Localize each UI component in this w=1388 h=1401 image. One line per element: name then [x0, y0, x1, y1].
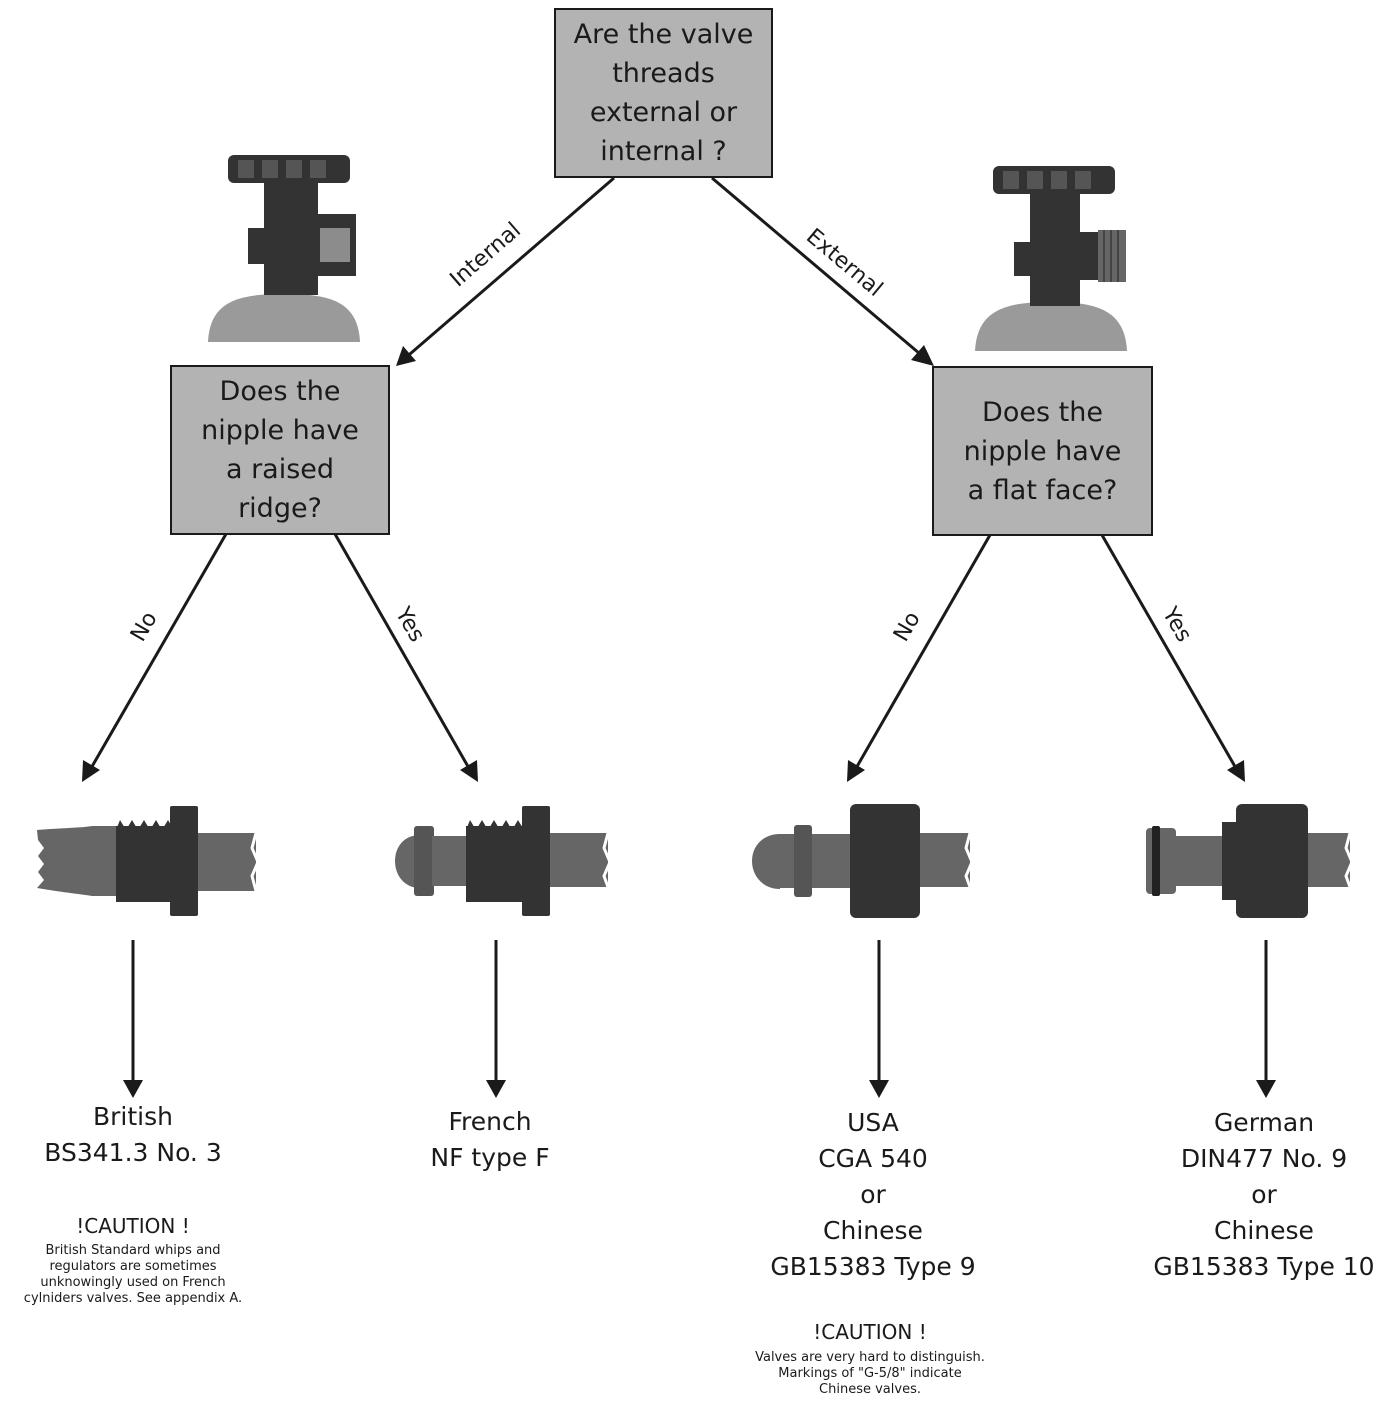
- caution-usa-title: !CAUTION !: [813, 1320, 927, 1344]
- result-french: French NF type F: [430, 1107, 550, 1172]
- british-nipple-icon: [37, 806, 260, 916]
- question-internal-box: Does the nipple have a raised ridge?: [170, 365, 390, 535]
- result-british: British BS341.3 No. 3: [44, 1102, 222, 1167]
- cylinder-valve-external-thread-icon: [975, 166, 1127, 351]
- question-external-box: Does the nipple have a flat face?: [932, 366, 1153, 536]
- arrowhead-british: [123, 1080, 143, 1098]
- arrowhead-left-no: [82, 760, 100, 782]
- arrowhead-internal: [396, 346, 416, 366]
- question-root-box: Are the valve threads external or intern…: [554, 8, 773, 178]
- german-nipple-icon: [1146, 804, 1354, 918]
- french-nipple-icon: [395, 806, 612, 916]
- connectors: [82, 176, 1276, 1098]
- caution-british-title: !CAUTION !: [76, 1214, 190, 1238]
- result-usa: USA CGA 540 or Chinese GB15383 Type 9: [770, 1108, 976, 1281]
- question-external-text: Does the nipple have a flat face?: [963, 396, 1122, 506]
- usa-nipple-icon: [752, 804, 974, 918]
- edge-internal-no: [88, 533, 228, 771]
- cylinder-valve-internal-thread-icon: [208, 155, 360, 342]
- edge-internal-yes: [333, 533, 472, 771]
- caution-usa-text: Valves are very hard to distinguish. Mar…: [755, 1350, 985, 1397]
- arrowhead-left-yes: [460, 760, 478, 782]
- question-internal-text: Does the nipple have a raised ridge?: [201, 376, 359, 524]
- arrowhead-external: [911, 345, 934, 366]
- caution-british-text: British Standard whips and regulators ar…: [23, 1243, 243, 1306]
- edge-external-yes: [1100, 534, 1239, 771]
- arrowhead-usa: [869, 1080, 889, 1098]
- edge-external-no: [853, 534, 992, 771]
- result-german: German DIN477 No. 9 or Chinese GB15383 T…: [1153, 1108, 1375, 1281]
- edge-label-right-no: No: [889, 608, 926, 646]
- edge-label-internal: Internal: [446, 218, 526, 292]
- arrowhead-right-no: [847, 760, 865, 782]
- arrowhead-right-yes: [1227, 760, 1245, 782]
- edge-root-to-internal: [402, 176, 615, 362]
- edge-label-left-no: No: [126, 608, 163, 646]
- arrowhead-german: [1256, 1080, 1276, 1098]
- arrowhead-french: [486, 1080, 506, 1098]
- edge-root-to-external: [711, 176, 927, 361]
- question-root-text: Are the valve threads external or intern…: [573, 19, 754, 167]
